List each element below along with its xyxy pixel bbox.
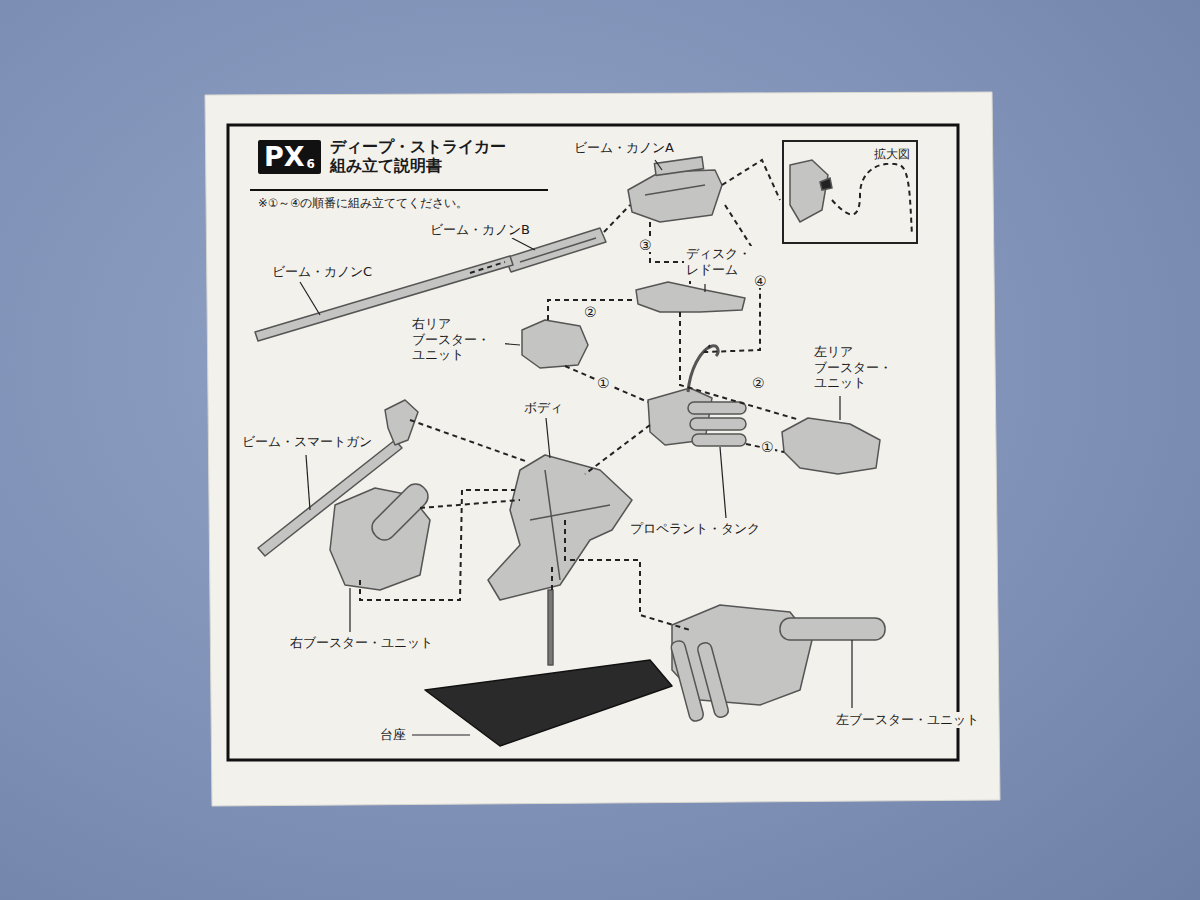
part-drawings	[520, 238, 596, 262]
assembly-guide-lines	[420, 500, 520, 508]
leader-lines	[851, 640, 852, 708]
callout-number: ①	[596, 376, 611, 390]
node-text: PX	[264, 143, 305, 170]
assembly-guide-lines	[680, 312, 800, 420]
part-drawings	[522, 320, 588, 368]
part-drawings	[425, 660, 672, 746]
leader-lines	[306, 455, 310, 510]
callout-number: ④	[753, 274, 768, 288]
part-drawings	[696, 641, 729, 718]
inset-drawing	[790, 160, 828, 222]
callout-number: ②	[751, 376, 766, 390]
part-drawings	[636, 282, 745, 312]
part-drawings	[488, 455, 632, 600]
paper-sheet	[250, 189, 548, 191]
assembly-guide-lines	[548, 300, 636, 320]
inset-drawing	[832, 164, 912, 235]
part-name: ビーム・カノンC	[270, 264, 374, 280]
part-drawings	[628, 170, 722, 222]
assembly-guide-lines	[470, 262, 505, 273]
part-name: ビーム・カノンB	[428, 222, 532, 238]
inset-drawing	[820, 178, 832, 190]
part-name: ビーム・スマートガン	[240, 434, 374, 450]
product-badge: PX6	[258, 140, 321, 174]
leader-lines	[704, 284, 705, 292]
leader-lines	[720, 447, 726, 518]
leader-lines	[512, 238, 535, 250]
sheet-title: ディープ・ストライカー 組み立て説明書	[330, 137, 538, 175]
assembly-guide-lines	[585, 425, 650, 474]
leader-lines	[839, 396, 840, 420]
part-name: 左ブースター・ユニット	[834, 712, 981, 728]
callout-number: ③	[638, 238, 653, 252]
part-drawings	[782, 418, 880, 474]
paper-sheet	[205, 92, 1000, 806]
assembly-guide-lines	[705, 205, 760, 352]
part-drawings	[255, 157, 885, 746]
part-drawings	[654, 157, 703, 176]
part-drawings	[645, 185, 705, 195]
assembly-guide-lines	[604, 205, 630, 232]
node-text: 6	[307, 158, 315, 170]
part-name: 右リア ブースター・ ユニット	[410, 316, 505, 363]
zoom-inset: 拡大図	[782, 140, 918, 244]
part-name: ボディ	[522, 400, 565, 416]
assembly-guide-lines	[360, 160, 800, 630]
leader-lines	[300, 282, 320, 315]
callout-number: ①	[760, 440, 775, 454]
paper-sheet	[205, 92, 1000, 806]
part-name: 右ブースター・ユニット	[288, 635, 435, 651]
assembly-guide-lines	[360, 490, 515, 600]
assembly-guide-lines	[565, 366, 648, 402]
leader-lines	[655, 160, 662, 170]
part-drawings	[688, 402, 746, 414]
part-name: 台座	[378, 727, 408, 743]
part-name: ディスク・ レドーム	[684, 246, 761, 277]
assembly-guide-lines	[410, 420, 528, 462]
node-text: 拡大図	[874, 146, 910, 163]
part-drawings	[530, 505, 610, 520]
assembly-guide-lines	[551, 566, 553, 590]
leader-lines	[349, 588, 350, 632]
leader-lines	[412, 734, 470, 735]
part-drawings	[367, 479, 432, 544]
inset-drawing	[790, 160, 912, 235]
instruction-note: ※①～④の順番に組み立ててください。	[258, 197, 468, 211]
leader-lines	[546, 418, 550, 458]
part-drawings	[548, 590, 553, 665]
part-name: ビーム・カノンA	[572, 140, 676, 156]
assembly-guide-lines	[722, 160, 780, 200]
callout-number: ②	[583, 305, 598, 319]
part-name: 左リア ブースター・ ユニット	[812, 344, 907, 391]
part-drawings	[385, 400, 418, 445]
paper-sheet	[228, 125, 958, 760]
part-drawings	[690, 418, 746, 430]
part-drawings	[545, 470, 560, 580]
part-drawings	[780, 618, 885, 640]
part-drawings	[692, 434, 746, 446]
part-name: プロペラント・タンク	[628, 521, 762, 537]
